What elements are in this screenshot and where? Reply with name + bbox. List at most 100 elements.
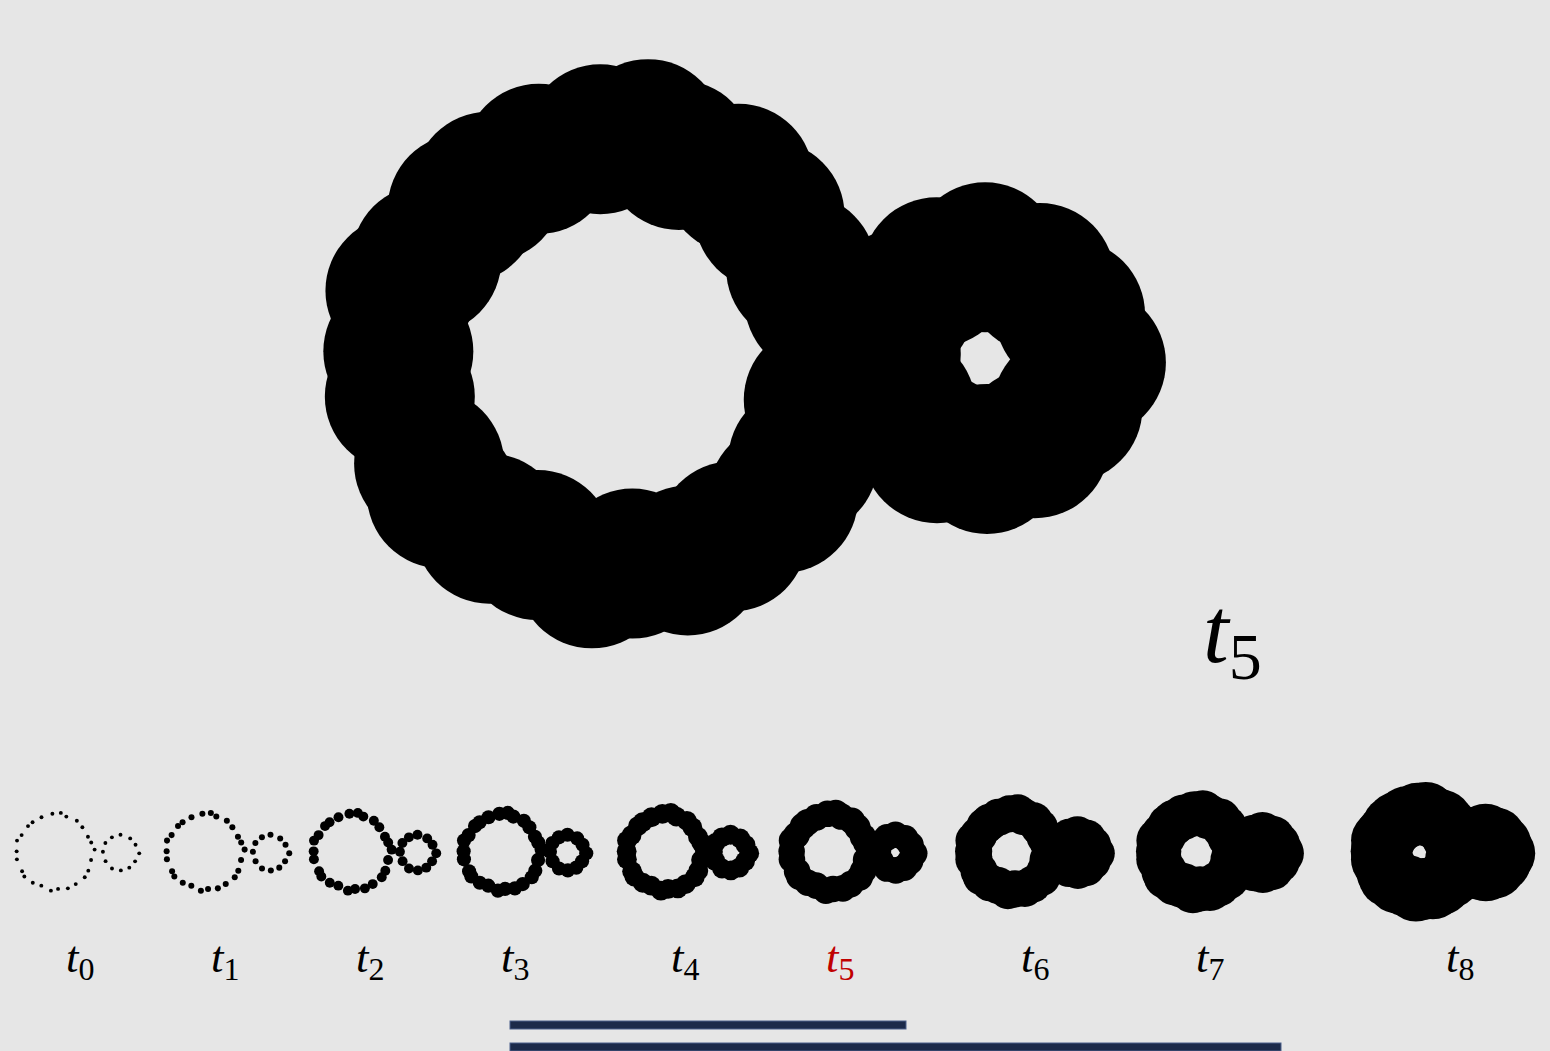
- disc: [74, 882, 78, 886]
- time-label: t3: [501, 935, 529, 985]
- disc: [86, 869, 90, 873]
- disc: [1074, 826, 1111, 863]
- disc: [276, 865, 282, 871]
- time-label: t2: [356, 935, 384, 985]
- time-label: t4: [671, 935, 699, 985]
- disc: [169, 832, 175, 838]
- persistence-bar: [510, 1021, 906, 1029]
- disc: [314, 866, 324, 876]
- disc: [325, 878, 335, 888]
- disc: [1255, 822, 1300, 867]
- disc-union: [1136, 790, 1304, 913]
- disc: [235, 834, 241, 840]
- persistence-bar: [510, 1043, 1281, 1051]
- disc: [383, 837, 393, 847]
- disc: [86, 835, 90, 839]
- disc: [164, 838, 170, 844]
- disc: [31, 820, 35, 824]
- disc: [199, 811, 205, 817]
- disc: [259, 834, 265, 840]
- disc: [137, 851, 141, 855]
- disc: [235, 868, 241, 874]
- disc: [119, 868, 123, 872]
- disc: [277, 835, 283, 841]
- disc-union: [778, 800, 927, 904]
- time-label: t8: [1446, 935, 1474, 985]
- disc: [325, 817, 335, 827]
- disc: [343, 886, 353, 896]
- disc: [198, 888, 204, 894]
- disc-union: [955, 794, 1115, 909]
- disc: [282, 858, 288, 864]
- disc: [119, 833, 123, 837]
- disc: [223, 881, 229, 887]
- disc: [15, 857, 19, 861]
- disc: [20, 869, 24, 873]
- disc: [56, 887, 60, 891]
- disc: [995, 239, 1145, 389]
- disc: [49, 889, 53, 893]
- disc: [205, 886, 211, 892]
- disc: [50, 812, 54, 816]
- disc: [267, 832, 273, 838]
- time-label: t7: [1196, 935, 1224, 985]
- disc: [89, 858, 93, 862]
- disc: [259, 865, 265, 871]
- disc: [26, 824, 30, 828]
- disc-union: [457, 806, 594, 898]
- disc: [31, 881, 35, 885]
- disc: [333, 881, 343, 891]
- disc: [897, 832, 924, 859]
- disc: [101, 850, 105, 854]
- disc: [309, 846, 319, 856]
- disc: [104, 859, 108, 863]
- disc: [180, 880, 186, 886]
- disc: [110, 867, 114, 871]
- disc: [164, 848, 170, 854]
- disc: [83, 875, 87, 879]
- time-label: t6: [1021, 935, 1049, 985]
- disc: [238, 857, 244, 863]
- disc: [232, 874, 238, 880]
- disc: [428, 840, 438, 850]
- disc: [15, 839, 19, 843]
- disc: [413, 830, 423, 840]
- disc: [59, 811, 63, 815]
- disc: [252, 840, 258, 846]
- disc: [171, 874, 177, 880]
- disc: [128, 836, 132, 840]
- disc: [164, 856, 170, 862]
- disc: [80, 825, 84, 829]
- disc: [404, 832, 414, 842]
- disc: [15, 849, 19, 853]
- disc-union: [15, 811, 141, 893]
- disc: [213, 814, 219, 820]
- disc: [238, 839, 244, 845]
- disc: [421, 863, 431, 873]
- disc: [39, 884, 43, 888]
- disc: [169, 868, 175, 874]
- disc: [110, 835, 114, 839]
- disc: [736, 835, 756, 855]
- disc: [283, 842, 289, 848]
- disc: [377, 872, 387, 882]
- disc: [1470, 814, 1532, 876]
- disc: [374, 822, 384, 832]
- disc: [268, 867, 274, 873]
- disc: [127, 866, 131, 870]
- disc: [93, 848, 97, 852]
- disc: [103, 841, 107, 845]
- disc: [250, 849, 256, 855]
- disc: [229, 824, 235, 830]
- disc: [360, 883, 370, 893]
- disc: [314, 830, 324, 840]
- disc: [398, 856, 408, 866]
- disc: [224, 818, 230, 824]
- disc: [575, 838, 589, 852]
- disc: [413, 865, 423, 875]
- disc: [180, 819, 186, 825]
- disc-union: [309, 808, 442, 896]
- disc-union: [617, 803, 759, 901]
- disc: [395, 847, 405, 857]
